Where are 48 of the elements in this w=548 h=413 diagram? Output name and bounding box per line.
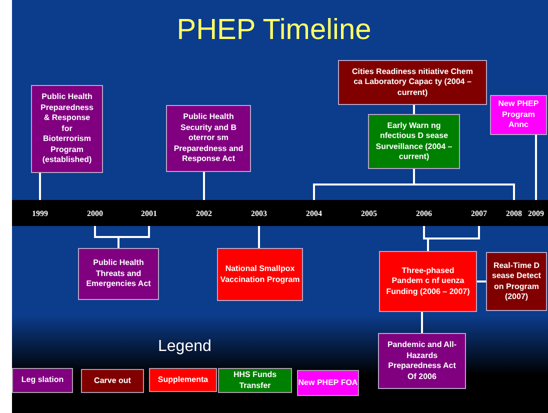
event-box <box>31 85 103 173</box>
legend-text: New PHEP FOA <box>298 378 358 388</box>
title: PHEP Timeline <box>176 14 372 46</box>
legend-text: Leg slation <box>21 375 64 386</box>
event-text: Public Health Security and B oterror sm Preparedness and Response Act <box>172 112 244 165</box>
event-text: Cities Readiness nitiative Chem ca Laboratory Capac ty (2004 – current) <box>352 66 474 98</box>
connector-line <box>118 226 150 248</box>
event-text: National Smallpox Vaccination Program <box>219 264 301 285</box>
connector-line <box>413 105 415 114</box>
year-label: 2003 <box>251 208 267 218</box>
event-text: Pandemic and All-Hazards Preparedness Act Of 2006 <box>386 340 458 382</box>
event-text: Public Health Threats and Emergencies Act <box>85 258 152 290</box>
year-label: 2001 <box>141 208 157 218</box>
event-box <box>166 105 251 172</box>
event-text: Public Health Preparedness & Response for Bioterrorism Program (established) <box>40 92 94 166</box>
connector-line <box>421 312 423 333</box>
year-label: 2007 <box>471 208 487 218</box>
event-text: Three-phased Pandem c nf uenza Funding (2006 – 2007) <box>386 266 470 298</box>
year-label: 2008 <box>506 208 522 218</box>
connector-line <box>427 226 480 251</box>
year-label: 2006 <box>416 208 432 218</box>
event-box <box>378 333 466 389</box>
event-box <box>217 248 303 301</box>
event-text: Real-Time D sease Detect on Program (2007) <box>492 260 542 302</box>
legend-text: HHS Funds Transfer <box>232 370 278 391</box>
connector-line <box>477 280 486 282</box>
year-label: 2000 <box>87 208 103 218</box>
connector-line <box>535 135 537 200</box>
connector-line <box>39 173 41 200</box>
event-text: New PHEP Program Annc <box>497 99 540 131</box>
connector-line <box>413 169 515 200</box>
event-text: Early Warn ng nfectious D sease Surveillance (2004 – current) <box>374 120 454 162</box>
year-label: 2004 <box>306 208 322 218</box>
connector-line <box>258 226 260 248</box>
event-box <box>368 114 460 169</box>
legend-title: Legend <box>158 338 212 356</box>
connector-line <box>203 172 205 200</box>
legend-text: Carve out <box>94 376 131 386</box>
event-box <box>486 252 547 311</box>
event-box <box>338 60 487 105</box>
event-box <box>379 251 477 312</box>
event-box <box>78 248 159 300</box>
year-label: 2005 <box>361 208 377 218</box>
year-label: 2009 <box>528 208 544 218</box>
legend-text: Supplementa <box>158 374 208 386</box>
year-label: 2002 <box>196 208 212 218</box>
year-label: 1999 <box>32 208 48 218</box>
event-box <box>490 95 547 135</box>
